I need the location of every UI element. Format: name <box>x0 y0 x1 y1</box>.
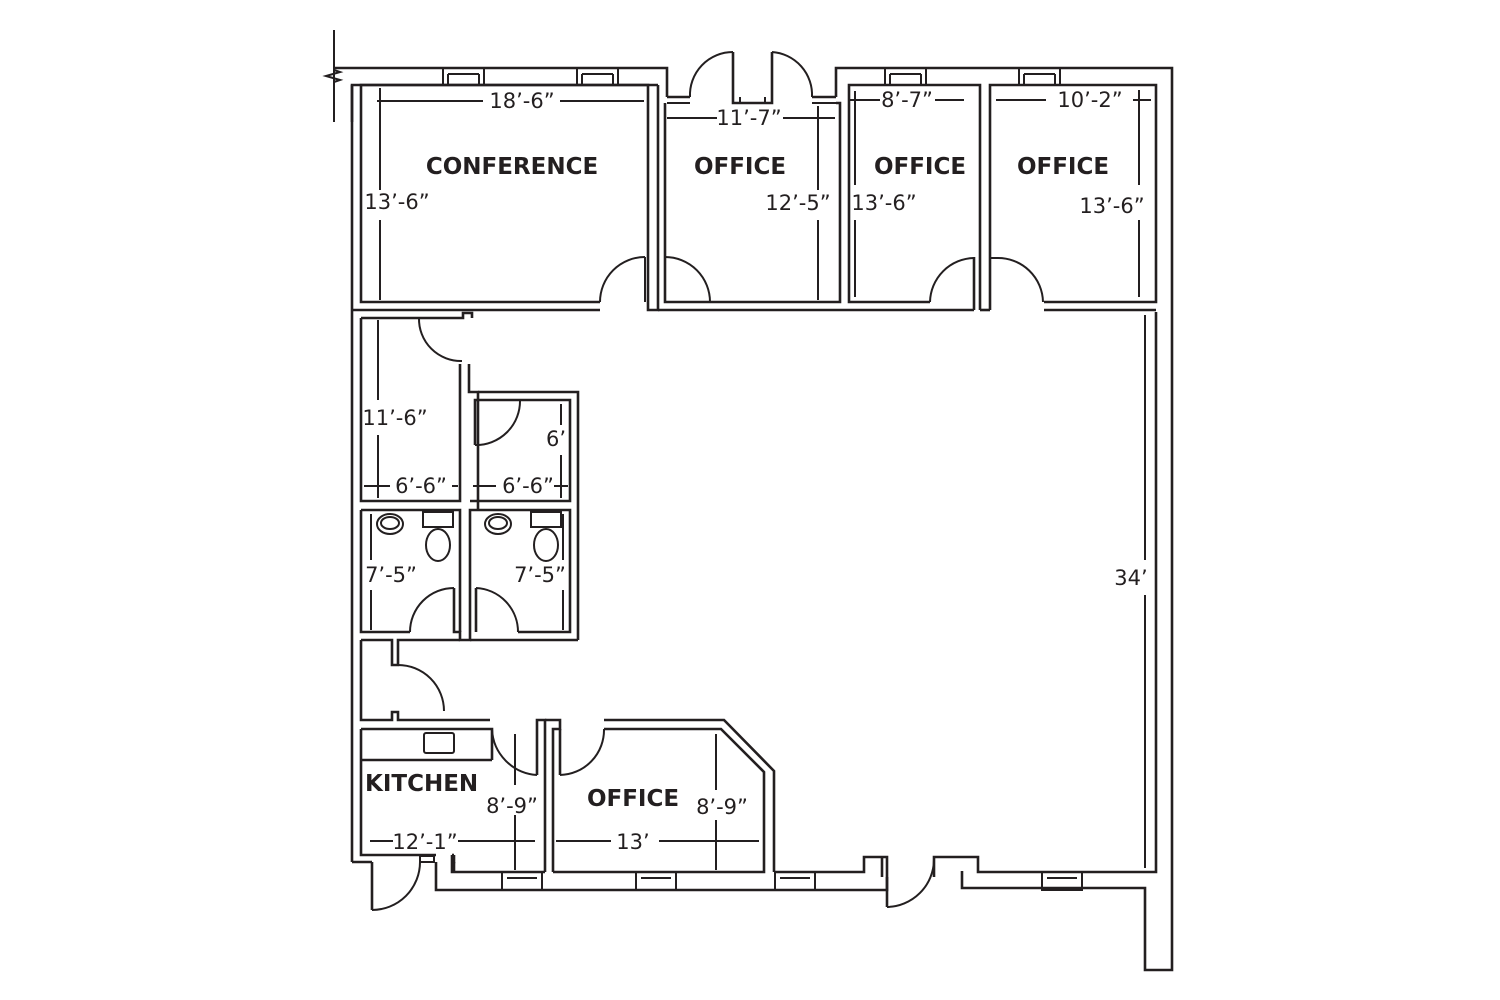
restroom-1-depth: 7’-5” <box>365 563 417 587</box>
conference-width: 18’-6” <box>489 89 554 113</box>
window-conference-2 <box>576 67 619 86</box>
room-office-4 <box>545 718 776 874</box>
conference-depth: 13’-6” <box>364 190 429 214</box>
office-4-depth: 8’-9” <box>696 795 748 819</box>
window-office-3 <box>1018 67 1061 86</box>
storage-width: 6’-6” <box>395 474 447 498</box>
room-storage <box>359 311 480 503</box>
office-1-label: OFFICE <box>694 154 786 180</box>
storage-depth: 11’-6” <box>362 406 427 430</box>
door-swing-utility-closet <box>397 664 445 712</box>
room-restroom-1 <box>359 508 472 642</box>
window-kitchen <box>501 871 543 891</box>
kitchen-width: 12’-1” <box>392 830 457 854</box>
sink-icon <box>376 513 404 535</box>
door-swing-restroom-2 <box>475 587 520 633</box>
door-swing-restroom-1 <box>409 587 455 633</box>
office-1-width: 11’-7” <box>716 106 781 130</box>
door-swing-storage <box>417 317 463 363</box>
closet-width: 6’-6” <box>502 474 554 498</box>
kitchen-label: KITCHEN <box>365 771 478 797</box>
room-restroom-2 <box>468 501 578 642</box>
kitchen-depth: 8’-9” <box>486 794 538 818</box>
office-1-depth: 12’-5” <box>765 191 830 215</box>
office-3-depth: 13’-6” <box>1079 194 1144 218</box>
door-swing-kitchen <box>491 728 538 776</box>
door-swing-conference <box>599 256 646 303</box>
main-entrance-double-door[interactable] <box>667 50 836 105</box>
room-office-3 <box>980 83 1158 312</box>
office-3-label: OFFICE <box>1017 154 1109 180</box>
room-utility-closet <box>359 638 490 722</box>
room-kitchen <box>359 718 547 911</box>
window-open-area-2 <box>1041 871 1083 891</box>
office-2-label: OFFICE <box>874 154 966 180</box>
window-office-2 <box>884 67 927 86</box>
room-conference <box>352 83 660 312</box>
kitchen-sink-icon <box>423 732 455 754</box>
office-4-label: OFFICE <box>587 786 679 812</box>
open-area-depth: 34’ <box>1114 566 1147 590</box>
kitchen-exterior-door[interactable] <box>370 855 435 911</box>
door-swing-office-4 <box>559 728 606 776</box>
window-conference-1 <box>442 67 485 86</box>
door-swing-closet <box>474 399 522 447</box>
office-2-width: 8’-7” <box>881 88 933 112</box>
door-swing-office-3 <box>996 256 1044 303</box>
door-swing-office-1 <box>664 256 711 303</box>
window-open-area-1 <box>774 871 816 891</box>
office-2-depth: 13’-6” <box>851 191 916 215</box>
closet-depth: 6’ <box>546 427 566 451</box>
sink-icon <box>484 513 512 535</box>
office-3-width: 10’-2” <box>1057 88 1122 112</box>
rear-entrance-door[interactable] <box>880 857 935 908</box>
toilet-icon <box>422 511 454 562</box>
door-swing-office-2 <box>929 257 975 303</box>
window-office-4 <box>635 871 677 891</box>
restroom-2-depth: 7’-5” <box>514 563 566 587</box>
office-4-width: 13’ <box>616 830 649 854</box>
room-office-2 <box>710 83 982 312</box>
room-closet <box>470 390 580 640</box>
room-office-1 <box>658 101 842 312</box>
toilet-icon <box>530 511 562 562</box>
conference-label: CONFERENCE <box>426 154 598 180</box>
